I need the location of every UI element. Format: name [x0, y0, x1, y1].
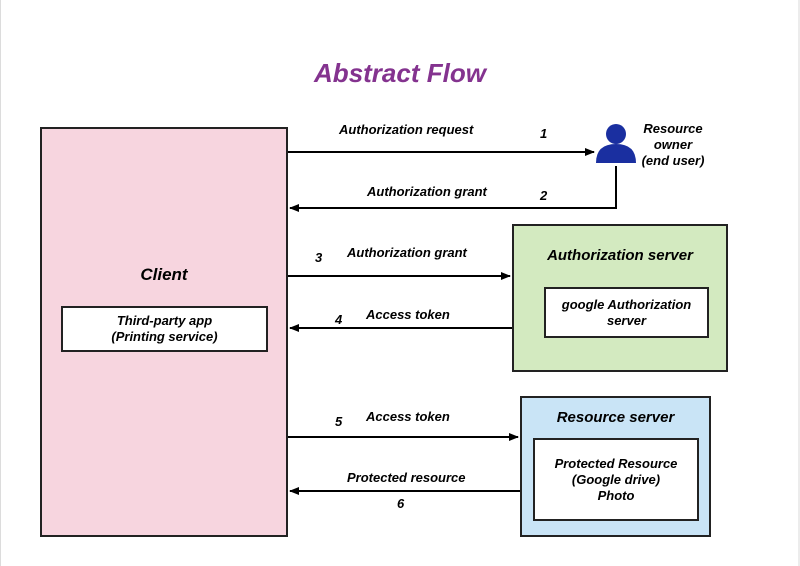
client-title: Client: [140, 265, 188, 284]
authorization-server-inner-box: google Authorization server: [544, 287, 709, 338]
flow-4-label: Access token: [366, 307, 450, 322]
flow-3-number: 3: [315, 250, 323, 265]
flow-2-number: 2: [540, 188, 548, 203]
authorization-server-inner-label: google Authorization server: [561, 296, 692, 328]
user-icon: [596, 124, 636, 163]
flow-6-number: 6: [397, 496, 405, 511]
resource-owner-label: Resource owner (end user): [641, 121, 705, 168]
flow-6-label: Protected resource: [347, 470, 466, 485]
arrow-2: [289, 166, 617, 212]
frame-right-edge: [798, 0, 800, 566]
flow-4-number: 4: [335, 312, 343, 327]
client-app-label: Third-party app (Printing service): [111, 313, 218, 344]
authorization-server-title: Authorization server: [547, 247, 693, 264]
frame-left-edge: [0, 0, 1, 566]
flow-1-number: 1: [540, 126, 548, 141]
client-app-box: Third-party app (Printing service): [61, 306, 268, 352]
resource-server-inner-label: Protected Resource (Google drive) Photo: [554, 455, 678, 503]
resource-server-title: Resource server: [556, 409, 675, 426]
flow-2-label: Authorization grant: [367, 184, 487, 199]
flow-3-label: Authorization grant: [347, 245, 467, 260]
flow-1-label: Authorization request: [339, 122, 474, 137]
flow-5-label: Access token: [366, 409, 450, 424]
diagram-title: Abstract Flow: [314, 58, 486, 88]
resource-server-inner-box: Protected Resource (Google drive) Photo: [533, 438, 699, 521]
flow-5-number: 5: [335, 414, 343, 429]
